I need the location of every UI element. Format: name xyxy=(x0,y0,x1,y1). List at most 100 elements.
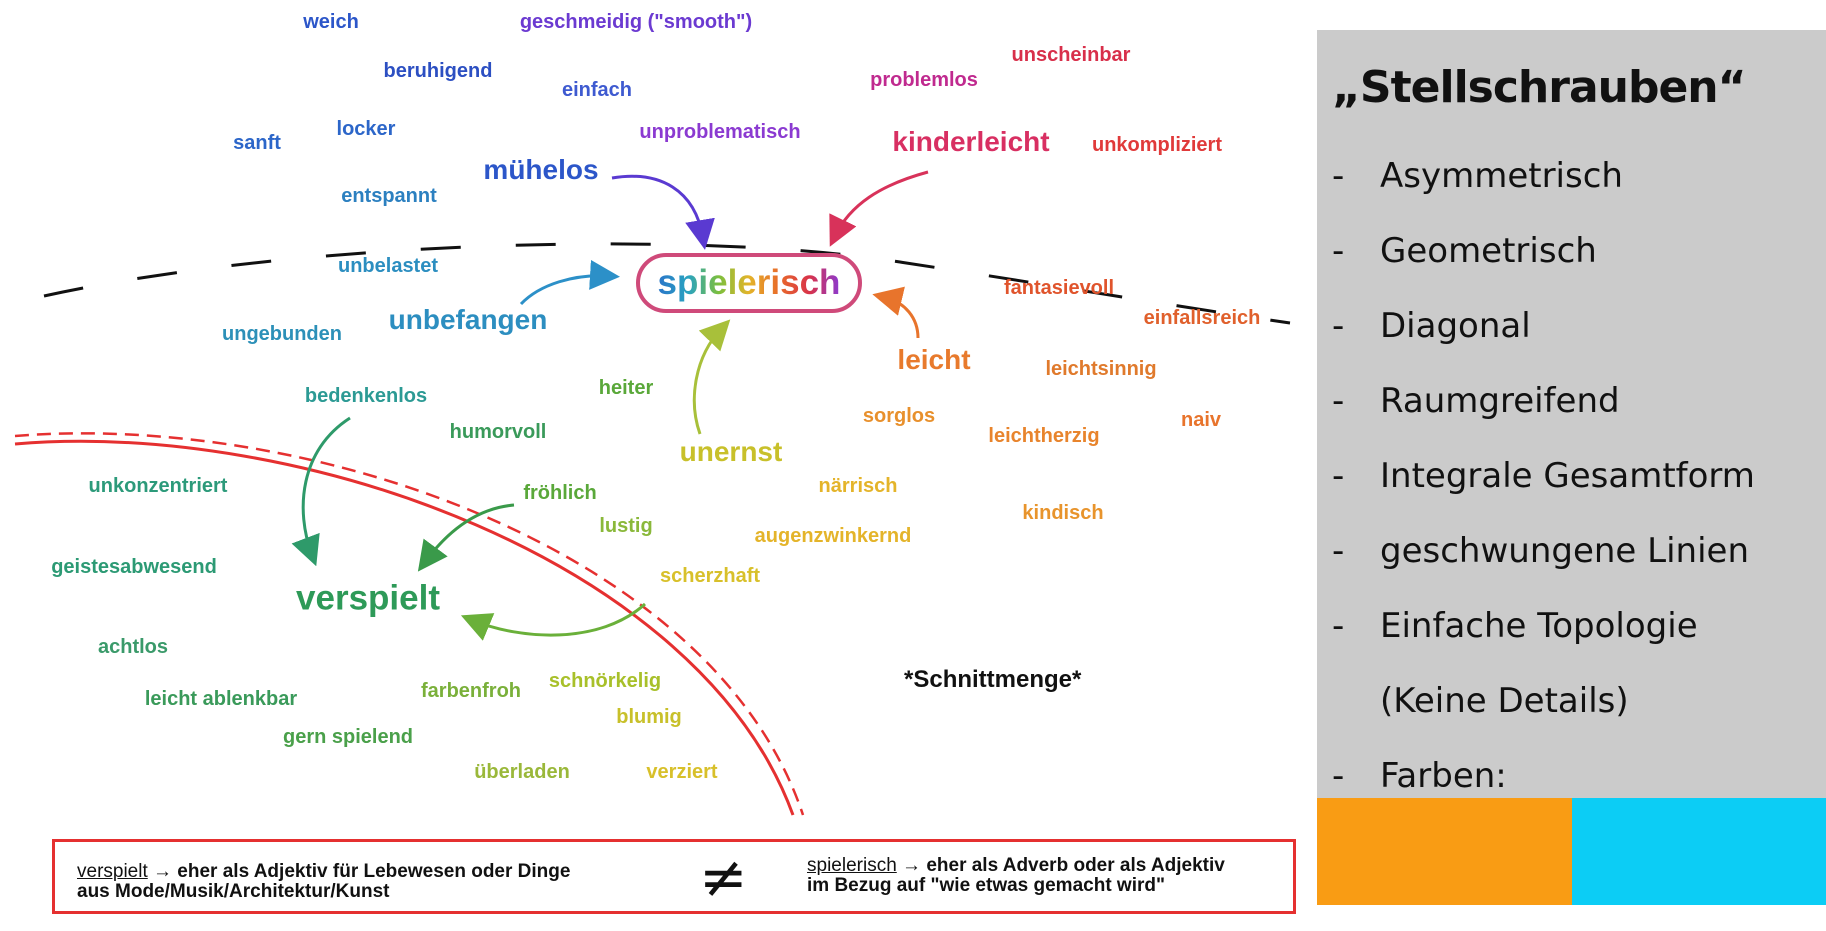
bullet-dash: - xyxy=(1332,756,1345,796)
word-30: kindisch xyxy=(1022,502,1104,524)
word-33: geistesabwesend xyxy=(51,556,217,578)
word-43: verziert xyxy=(646,761,718,783)
word-19: leichtsinnig xyxy=(1045,358,1157,380)
intersection-note: *Schnittmenge* xyxy=(904,666,1082,693)
word-37: schnörkelig xyxy=(548,670,662,692)
arrow-kinderleicht xyxy=(829,170,929,247)
panel-item: -Asymmetrisch xyxy=(1332,148,1755,223)
arrow-scherzhaft xyxy=(460,602,647,641)
legend-left-line1: → eher als Adjektiv für Lebewesen oder D… xyxy=(147,861,571,882)
center-term-box: spielerisch xyxy=(636,253,862,313)
legend-left-line2: aus Mode/Musik/Architektur/Kunst xyxy=(77,881,390,902)
legend-right-line2: im Bezug auf "wie etwas gemacht wird" xyxy=(807,875,1165,896)
arrow-unernst xyxy=(692,319,731,435)
word-9: kinderleicht xyxy=(892,126,1050,157)
bullet-dash: - xyxy=(1332,606,1345,646)
bullet-dash: - xyxy=(1332,156,1345,196)
panel-item: -Raumgreifend xyxy=(1332,373,1755,448)
word-26: unernst xyxy=(679,436,783,467)
bullet-dash: - xyxy=(1332,381,1345,421)
word-23: leichtherzig xyxy=(988,425,1100,447)
word-24: naiv xyxy=(1180,409,1222,431)
word-2: beruhigend xyxy=(383,60,493,82)
panel-item: -Diagonal xyxy=(1332,298,1755,373)
arrow-muehelos xyxy=(611,174,715,250)
word-13: unbelastet xyxy=(337,255,439,277)
settings-panel: „Stellschrauben“ -Asymmetrisch-Geometris… xyxy=(1317,30,1826,905)
arrow-froehlich xyxy=(417,503,515,572)
panel-item-label: Diagonal xyxy=(1380,306,1531,346)
word-34: scherzhaft xyxy=(659,565,761,587)
word-29: närrisch xyxy=(818,475,898,497)
arrow-bedenkenlos xyxy=(291,416,351,567)
word-14: fantasievoll xyxy=(1003,277,1115,299)
legend-right-term: spielerisch xyxy=(807,855,897,876)
word-16: ungebunden xyxy=(222,323,342,345)
word-20: bedenkenlos xyxy=(304,385,428,407)
word-11: mühelos xyxy=(483,154,599,185)
panel-item: -(Keine Details) xyxy=(1332,673,1755,748)
color-swatches xyxy=(1317,798,1826,905)
word-15: einfallsreich xyxy=(1143,307,1261,329)
panel-item-label: (Keine Details) xyxy=(1380,681,1629,721)
panel-item-label: Farben: xyxy=(1380,756,1507,796)
color-swatch xyxy=(1317,798,1572,905)
word-40: blumig xyxy=(616,706,682,728)
legend-box: verspielt → eher als Adjektiv für Lebewe… xyxy=(52,839,1296,914)
arrow-unbefangen xyxy=(519,259,620,306)
word-25: humorvoll xyxy=(449,421,547,443)
word-39: leicht ablenkbar xyxy=(144,688,298,710)
word-41: gern spielend xyxy=(282,726,414,748)
word-8: unproblematisch xyxy=(639,121,801,143)
word-38: farbenfroh xyxy=(421,680,521,702)
panel-item-label: Einfache Topologie xyxy=(1380,606,1698,646)
bullet-dash: - xyxy=(1332,456,1345,496)
panel-item-label: Asymmetrisch xyxy=(1380,156,1623,196)
word-35: verspielt xyxy=(296,578,440,618)
panel-item-label: geschwungene Linien xyxy=(1380,531,1749,571)
word-4: problemlos xyxy=(870,69,978,91)
arrow-leicht xyxy=(872,286,920,339)
word-5: unscheinbar xyxy=(1011,44,1131,66)
panel-item: -geschwungene Linien xyxy=(1332,523,1755,598)
dashed-boundary-line xyxy=(43,242,1291,325)
red-boundary-curve-dashed xyxy=(14,432,805,816)
word-28: fröhlich xyxy=(523,482,597,504)
word-10: unkompliziert xyxy=(1091,134,1223,156)
legend-left-term: verspielt xyxy=(77,861,148,882)
panel-title: „Stellschrauben“ xyxy=(1332,62,1747,113)
bullet-dash: - xyxy=(1332,531,1345,571)
word-1: geschmeidig ("smooth") xyxy=(519,11,753,33)
panel-item-label: Geometrisch xyxy=(1380,231,1597,271)
bullet-dash: - xyxy=(1332,306,1345,346)
center-term: spielerisch xyxy=(657,263,841,302)
word-21: heiter xyxy=(598,377,654,399)
not-equal-symbol: ≠ xyxy=(699,843,748,911)
word-32: augenzwinkernd xyxy=(754,525,912,547)
word-22: sorglos xyxy=(862,405,936,427)
word-map-diagram xyxy=(14,170,1291,816)
word-7: locker xyxy=(336,118,396,140)
panel-item-label: Integrale Gesamtform xyxy=(1380,456,1755,496)
panel-item-label: Raumgreifend xyxy=(1380,381,1620,421)
word-36: achtlos xyxy=(97,636,169,658)
panel-item: -Farben: xyxy=(1332,748,1755,823)
word-12: entspannt xyxy=(341,185,437,207)
color-swatch xyxy=(1571,798,1826,905)
panel-list: -Asymmetrisch-Geometrisch-Diagonal-Raumg… xyxy=(1332,148,1755,823)
word-3: einfach xyxy=(561,79,633,101)
panel-item: -Einfache Topologie xyxy=(1332,598,1755,673)
word-6: sanft xyxy=(233,132,281,154)
legend-left: verspielt → eher als Adjektiv für Lebewe… xyxy=(77,862,570,902)
word-18: leicht xyxy=(897,344,971,375)
word-31: lustig xyxy=(599,515,653,537)
panel-item: -Geometrisch xyxy=(1332,223,1755,298)
panel-item: -Integrale Gesamtform xyxy=(1332,448,1755,523)
word-27: unkonzentriert xyxy=(88,475,228,497)
word-17: unbefangen xyxy=(388,304,548,335)
word-0: weich xyxy=(303,11,359,33)
word-42: überladen xyxy=(474,761,570,783)
legend-right: spielerisch → eher als Adverb oder als A… xyxy=(807,856,1225,896)
red-boundary-curve xyxy=(14,439,795,816)
